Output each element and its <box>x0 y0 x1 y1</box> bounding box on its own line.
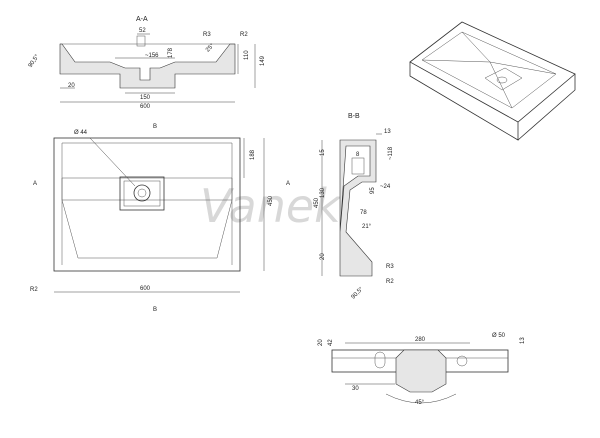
dim-r3-side: R3 <box>386 264 394 270</box>
section-mark-b-top: B <box>153 124 157 130</box>
dim-13-side: 13 <box>384 129 391 135</box>
bottom-drain-body <box>395 349 447 393</box>
dim-25deg: 25° <box>205 42 216 53</box>
dim-d44: Ø 44 <box>74 130 88 136</box>
drain-box <box>119 176 165 211</box>
drain-inner-icon <box>137 188 147 198</box>
dim-30: 30 <box>352 386 359 392</box>
dim-45deg: 45° <box>415 400 425 406</box>
hole-icon <box>456 355 468 367</box>
dim-d50: Ø 50 <box>492 333 506 339</box>
dim-78: 78 <box>360 210 367 216</box>
dim-r2-side: R2 <box>386 279 394 285</box>
dim-21deg: 21° <box>362 224 372 230</box>
dim-149: 149 <box>260 55 266 66</box>
dim-20-side: 20 <box>320 253 326 260</box>
dim-178: 178 <box>168 47 174 58</box>
section-a-a-label: A-A <box>136 16 148 23</box>
drain-circle-icon <box>133 184 151 202</box>
drain-plug-side <box>351 157 365 175</box>
plan-view: Ø 44 188 450 600 R2 B B A A <box>30 124 290 313</box>
dim-20: 20 <box>68 83 75 89</box>
section-mark-a-left: A <box>33 181 37 187</box>
dim-156: ~156 <box>145 53 159 59</box>
dim-450: 450 <box>268 195 274 206</box>
section-mark-a-right: A <box>286 181 290 187</box>
dim-95: 95 <box>370 187 376 194</box>
iso-front-face <box>409 62 519 141</box>
iso-drain-box <box>484 67 523 91</box>
section-mark-b-bottom: B <box>153 307 157 313</box>
dim-42: 42 <box>328 339 334 346</box>
section-b-profile <box>339 139 377 277</box>
iso-basin-slopes <box>421 31 557 109</box>
dim-118: ~118 <box>388 146 394 160</box>
dim-20-bottom: 20 <box>318 339 324 346</box>
bottom-view: 280 Ø 50 13 20 42 30 45° <box>318 333 526 406</box>
dim-110: 110 <box>244 50 250 60</box>
dim-450-side: 450 <box>314 197 320 208</box>
dim-r2: R2 <box>240 32 248 38</box>
section-profile <box>59 43 236 89</box>
dim-90-5: 90,5° <box>28 53 41 68</box>
dim-52: 52 <box>139 28 146 34</box>
overflow-slot-icon <box>374 351 386 369</box>
drain-box-inner <box>123 180 161 207</box>
iso-side-face <box>517 74 576 141</box>
section-b-b-label: B-B <box>348 113 360 120</box>
dim-600-plan: 600 <box>140 286 151 292</box>
dim-150: 150 <box>140 95 151 101</box>
dim-8: 8 <box>356 152 360 158</box>
dim-13-bottom: 13 <box>520 337 526 344</box>
plan-outline <box>53 137 241 272</box>
watermark-text: Vanek <box>200 179 343 233</box>
dim-600-top: 600 <box>140 104 151 110</box>
section-a-a: A-A 52 R3 R2 90,5° ~156 178 110 149 25° … <box>28 16 266 110</box>
dim-130: 130 <box>320 187 326 198</box>
dim-24: ~24 <box>380 184 391 190</box>
dim-280: 280 <box>415 337 426 343</box>
drain-plug <box>136 35 146 47</box>
dim-15: 15 <box>320 149 326 156</box>
iso-top-face <box>409 21 576 123</box>
dim-r3: R3 <box>203 32 211 38</box>
dim-188: 188 <box>250 149 256 160</box>
dim-r2-plan: R2 <box>30 287 38 293</box>
isometric-view <box>409 21 576 141</box>
dim-90-5-side: 90,5° <box>351 286 366 301</box>
iso-basin-outline <box>421 31 557 109</box>
iso-drain-icon <box>496 76 508 84</box>
